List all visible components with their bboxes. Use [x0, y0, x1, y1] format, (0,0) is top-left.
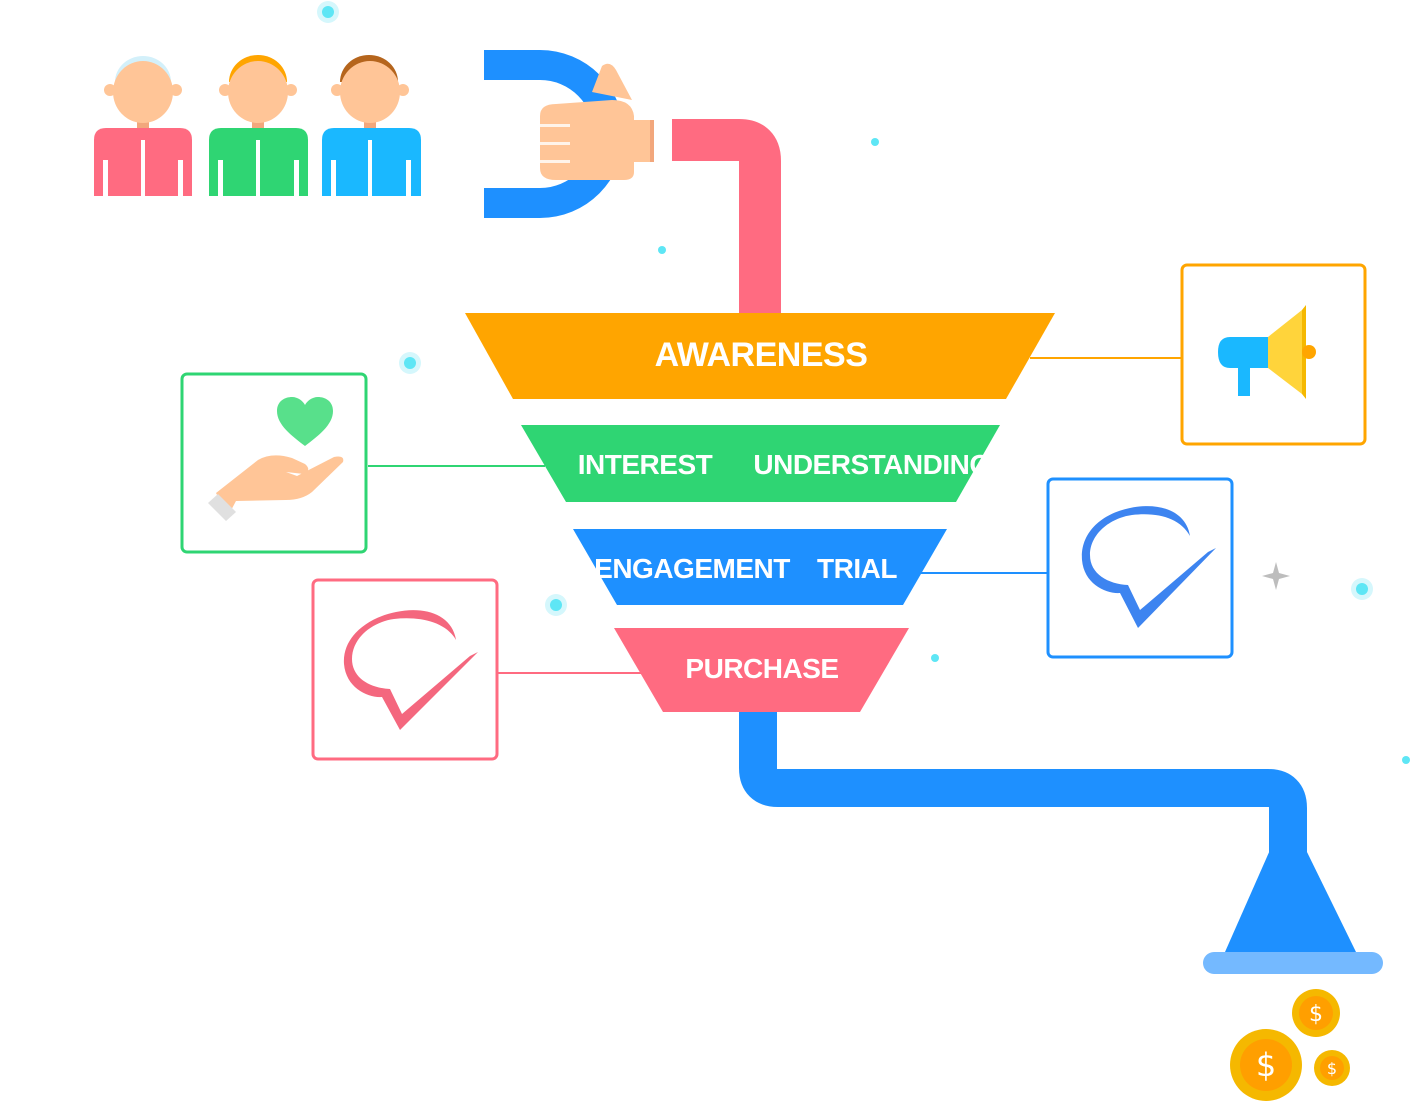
stage-awareness: AWARENESS [465, 313, 1055, 399]
dollar-coin-icon: $ $ $ [1230, 989, 1350, 1101]
person-green [209, 55, 308, 196]
output-spout [1225, 850, 1356, 952]
stage-purchase: PURCHASE [614, 628, 909, 712]
stage-label-interest: INTEREST [578, 449, 713, 480]
connector-lines [368, 357, 1182, 674]
pink-check-card [311, 578, 499, 761]
coin-symbol: $ [1309, 1002, 1323, 1027]
megaphone-icon [1218, 305, 1316, 399]
stage-label-trial: TRIAL [817, 553, 897, 584]
stage-label-awareness: AWARENESS [655, 336, 868, 374]
funnel: AWARENESS INTEREST UNDERSTANDING ENGAGEM… [465, 313, 1055, 712]
output-pipe [739, 705, 1307, 870]
stage-engagement: ENGAGEMENT TRIAL [573, 529, 947, 605]
stage-label-engagement: ENGAGEMENT [594, 553, 790, 584]
heart-hand-card [180, 372, 368, 554]
chat-check-icon [1081, 506, 1216, 628]
stage-label-understanding: UNDERSTANDING [753, 449, 990, 480]
people-icon [94, 55, 421, 196]
decorative-dots [317, 1, 1410, 764]
input-pipe [672, 119, 781, 315]
coin-symbol: $ [1256, 1046, 1276, 1084]
coin-symbol: $ [1327, 1059, 1337, 1078]
stage-interest: INTEREST UNDERSTANDING [521, 425, 1000, 502]
spout-plate [1203, 952, 1383, 974]
thumbs-up-hand-icon [540, 63, 654, 180]
person-pink [94, 56, 192, 196]
heart-in-hand-icon [208, 397, 344, 521]
megaphone-card [1180, 263, 1367, 446]
blue-check-card [1046, 477, 1234, 659]
stage-label-purchase: PURCHASE [685, 653, 838, 684]
person-blue [322, 55, 421, 196]
